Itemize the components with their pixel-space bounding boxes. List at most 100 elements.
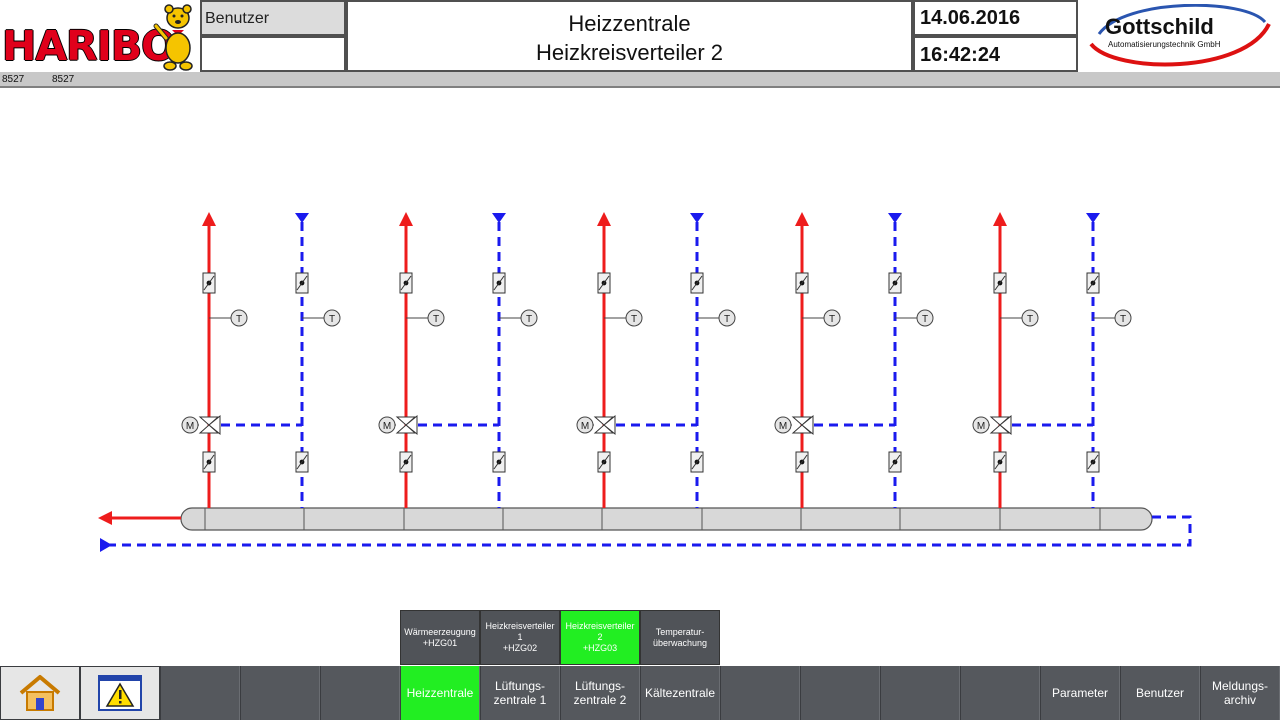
nav-empty-5[interactable]	[800, 666, 880, 720]
nav-label: Meldungs-	[1211, 679, 1269, 693]
nav-lueftungszentrale-2[interactable]: Lüftungs-zentrale 2	[560, 666, 640, 720]
nav-kaeltezentrale[interactable]: Kältezentrale	[640, 666, 720, 720]
subnav-temperaturueberwachung[interactable]: Temperatur-überwachung	[640, 610, 720, 665]
subnav-label: Temperatur-	[655, 626, 705, 637]
nav-heizzentrale[interactable]: Heizzentrale	[400, 666, 480, 720]
subnav-label: Heizkreisverteiler 1	[485, 621, 555, 642]
motor-label: M	[779, 421, 787, 432]
nav-empty-3[interactable]	[320, 666, 400, 720]
nav-empty-7[interactable]	[960, 666, 1040, 720]
page-title-line1: Heizzentrale	[568, 11, 691, 36]
return-arrow	[690, 213, 704, 223]
swoosh-icon	[1089, 4, 1271, 67]
nav-parameter[interactable]: Parameter	[1040, 666, 1120, 720]
company-logo-text: Gottschild	[1105, 14, 1214, 39]
valve-diagonal	[400, 275, 412, 291]
user-label: Benutzer	[200, 0, 346, 36]
motor-icon	[774, 416, 792, 434]
nav-label: zentrale 1	[493, 693, 547, 707]
valve-diagonal	[889, 454, 901, 470]
gottschild-logo: Gottschild Automatisierungstechnik GmbH	[1080, 0, 1280, 72]
temperature-sensor-label: T	[1027, 314, 1033, 325]
valve-diagonal	[203, 275, 215, 291]
valve-diagonal	[691, 275, 703, 291]
mixing-valve-icon	[198, 414, 221, 436]
motor-icon	[972, 416, 990, 434]
return-arrow	[492, 213, 506, 223]
mixing-valve-icon	[395, 414, 418, 436]
nav-empty-4[interactable]	[720, 666, 800, 720]
valve-diagonal	[1087, 275, 1099, 291]
subnav-code: überwachung	[652, 637, 708, 648]
home-button[interactable]	[0, 666, 80, 720]
subnav-label: Heizkreisverteiler 2	[565, 621, 635, 642]
motor-label: M	[977, 421, 985, 432]
alarm-button[interactable]	[80, 666, 160, 720]
valve-diagonal	[493, 275, 505, 291]
home-icon	[19, 675, 61, 711]
supply-arrow	[399, 212, 413, 226]
mixing-valve-icon	[989, 414, 1012, 436]
temperature-sensor-icon	[427, 309, 445, 327]
bear-icon	[153, 4, 193, 71]
company-subtitle: Automatisierungstechnik GmbH	[1108, 40, 1221, 49]
temperature-sensor-label: T	[526, 314, 532, 325]
valve-diagonal	[796, 275, 808, 291]
motor-icon	[576, 416, 594, 434]
valve-diagonal	[994, 454, 1006, 470]
nav-empty-1[interactable]	[160, 666, 240, 720]
supply-outlet-arrow	[98, 511, 112, 525]
page-title-line2: Heizkreisverteiler 2	[535, 40, 724, 65]
nav-meldungsarchiv[interactable]: Meldungs-archiv	[1200, 666, 1280, 720]
valve-diagonal	[1087, 454, 1099, 470]
status-value-2: 8527	[52, 74, 75, 85]
supply-arrow	[202, 212, 216, 226]
subnav-waermeerzeugung[interactable]: Wärmeerzeugung+HZG01	[400, 610, 480, 665]
warning-icon	[98, 675, 142, 711]
temperature-sensor-icon	[323, 309, 341, 327]
motor-icon	[181, 416, 199, 434]
temperature-sensor-label: T	[829, 314, 835, 325]
subnav-heizkreisverteiler-2[interactable]: Heizkreisverteiler 2+HZG03	[560, 610, 640, 665]
user-field[interactable]	[200, 36, 346, 72]
supply-arrow	[993, 212, 1007, 226]
supply-arrow	[597, 212, 611, 226]
motor-label: M	[581, 421, 589, 432]
motor-label: M	[383, 421, 391, 432]
temperature-sensor-icon	[823, 309, 841, 327]
supply-arrow	[795, 212, 809, 226]
valve-diagonal	[203, 454, 215, 470]
nav-benutzer[interactable]: Benutzer	[1120, 666, 1200, 720]
return-loop-line	[108, 515, 1192, 547]
temperature-sensor-label: T	[433, 314, 439, 325]
temperature-sensor-icon	[1114, 309, 1132, 327]
nav-label: zentrale 2	[573, 693, 627, 707]
temperature-sensor-icon	[1021, 309, 1039, 327]
temperature-sensor-label: T	[236, 314, 242, 325]
manifold-bar	[180, 507, 1153, 531]
return-arrow	[1086, 213, 1100, 223]
mixing-valve-icon	[791, 414, 814, 436]
nav-empty-2[interactable]	[240, 666, 320, 720]
valve-diagonal	[598, 275, 610, 291]
nav-label: archiv	[1223, 693, 1256, 707]
time-display: 16:42:24	[913, 36, 1078, 72]
return-arrow	[295, 213, 309, 223]
mixing-valve-icon	[593, 414, 616, 436]
subnav-heizkreisverteiler-1[interactable]: Heizkreisverteiler 1+HZG02	[480, 610, 560, 665]
nav-lueftungszentrale-1[interactable]: Lüftungs-zentrale 1	[480, 666, 560, 720]
temperature-sensor-label: T	[724, 314, 730, 325]
temperature-sensor-icon	[916, 309, 934, 327]
subnav-code: +HZG03	[582, 643, 618, 653]
subnav-code: +HZG01	[422, 637, 458, 648]
valve-diagonal	[994, 275, 1006, 291]
return-inlet-arrow	[100, 538, 112, 552]
motor-icon	[378, 416, 396, 434]
nav-empty-6[interactable]	[880, 666, 960, 720]
temperature-sensor-label: T	[922, 314, 928, 325]
status-value-1: 8527	[2, 74, 25, 85]
subnav-code: +HZG02	[502, 643, 538, 653]
temperature-sensor-label: T	[329, 314, 335, 325]
temperature-sensor-icon	[718, 309, 736, 327]
